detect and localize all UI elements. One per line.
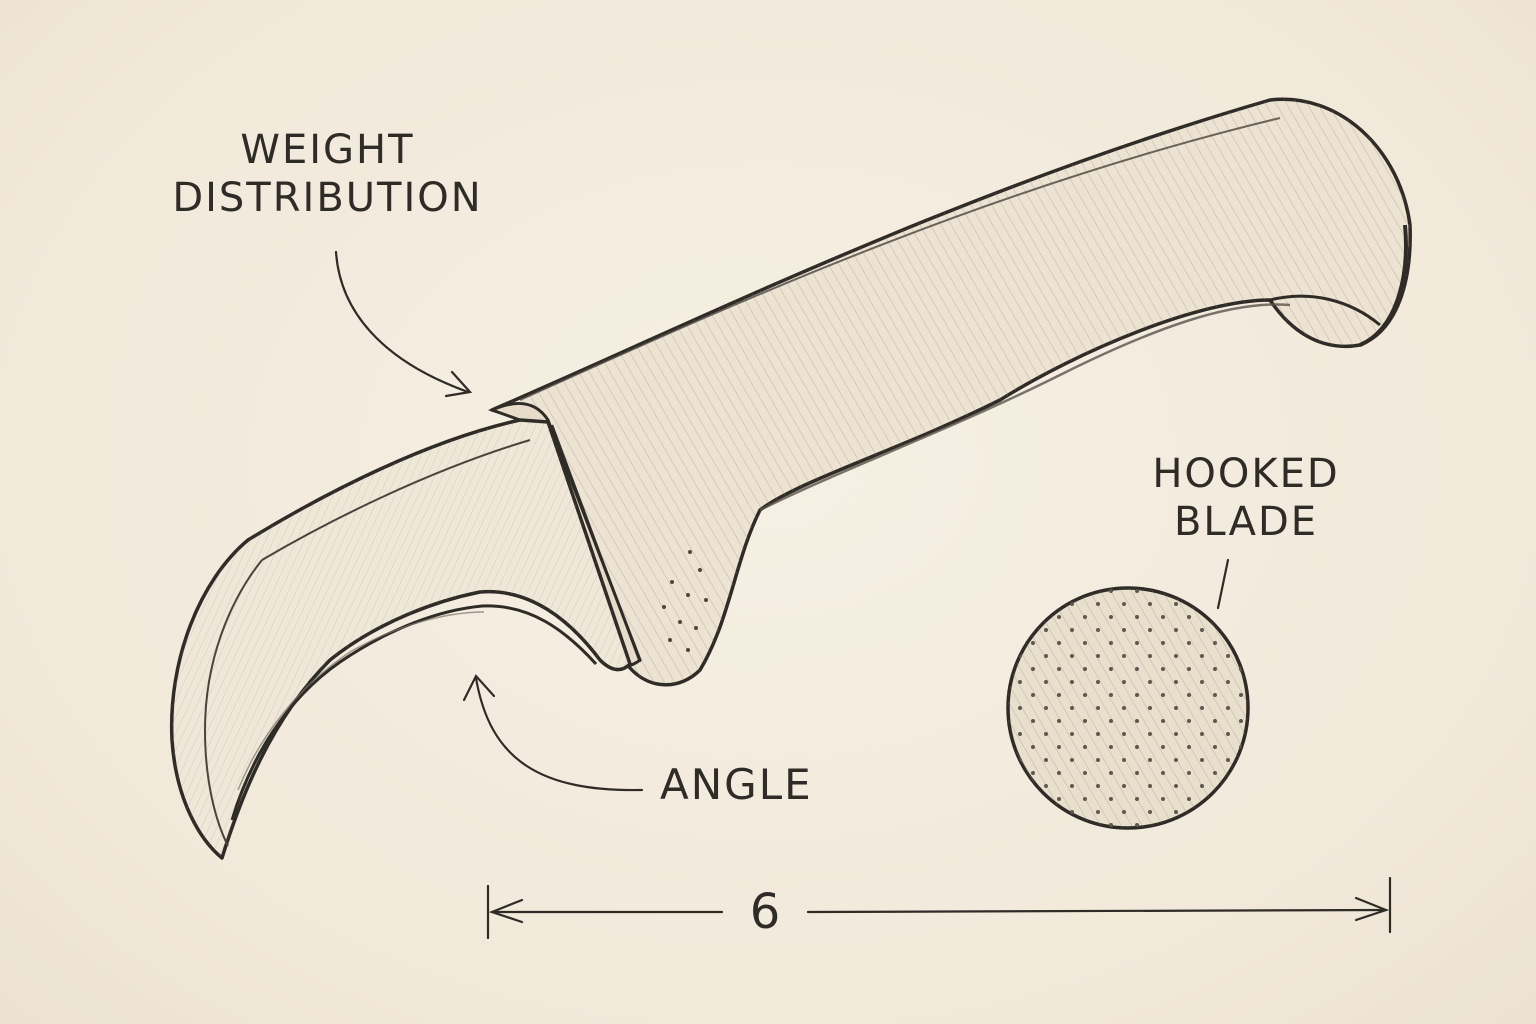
dimension-label: 6 bbox=[749, 884, 783, 940]
weight-label-line1: WEIGHT bbox=[240, 127, 415, 173]
textured-disc bbox=[1006, 586, 1250, 830]
weight-arrow bbox=[334, 250, 473, 398]
hooked-blade-label: HOOKED BLADE bbox=[1128, 450, 1364, 546]
weight-distribution-label: WEIGHT DISTRIBUTION bbox=[160, 126, 495, 222]
dimension-line bbox=[486, 876, 1392, 940]
angle-label: ANGLE bbox=[660, 760, 813, 809]
hooked-label-line1: HOOKED bbox=[1152, 451, 1340, 497]
knife-blade bbox=[169, 418, 632, 860]
knife-handle bbox=[490, 97, 1412, 687]
weight-label-line2: DISTRIBUTION bbox=[172, 175, 483, 221]
angle-arrow bbox=[462, 674, 644, 792]
hooked-label-line2: BLADE bbox=[1173, 499, 1319, 545]
hooked-blade-leader bbox=[1216, 558, 1230, 610]
